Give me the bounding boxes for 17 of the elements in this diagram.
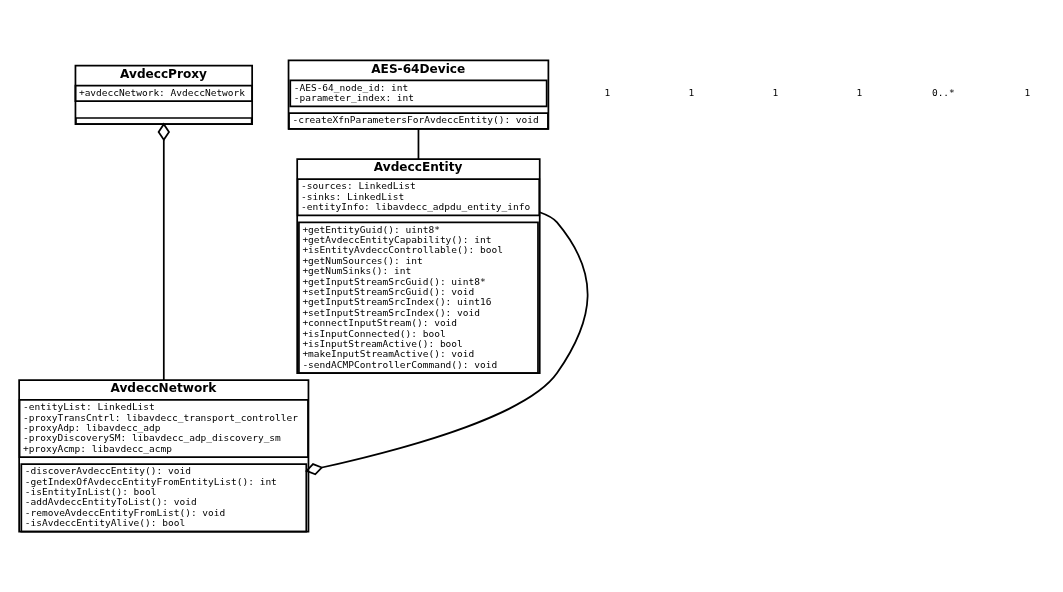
node-box: -AES-64_node_id: int -parameter_index: int [289,79,548,108]
node-box: -entityList: LinkedList -proxyTransCntrl: libavdecc_transport_controller -proxyAdp: libavdecc_adp -proxyDiscoverySM: libavdecc_adp_discovery_sm +proxyAcmp: libavdecc_acmp [18,399,309,458]
node-box: -createXfnParametersForAvdeccEntity(): void [288,112,549,130]
label: 1 [1024,86,1031,98]
label: 1 [772,86,779,98]
connector [417,128,420,160]
node-box: -sources: LinkedList -sinks: LinkedList -entityInfo: libavdecc_adpdu_entity_info [296,178,541,217]
connector [157,122,171,381]
label: 1 [856,86,863,98]
label: 1 [604,86,611,98]
node-box: +getEntityGuid(): uint8* +getAvdeccEntityCapability(): int +isEntityAvdeccControllable(): bool +getNumSources(): int +getNumSinks(): int +getInputStreamSrcGuid(): uint8* +setInputStreamSrcGuid(): void +getInputStreamSrcIndex(): uint16 +setInputStreamSrcIndex(): void +connectInputStream(): void +isInputConnected(): bool +isInputStreamActive(): bool +makeInputStreamActive(): void -sendACMPControllerCommand(): void [298,221,539,374]
node-box [75,117,253,125]
label: 1 [688,86,695,98]
node-box: +avdeccNetwork: AvdeccNetwork [74,84,253,102]
node-box: -discoverAvdeccEntity(): void -getIndexOfAvdeccEntityFromEntityList(): int -isEntityInList(): bool -addAvdeccEntityToList(): void -removeAvdeccEntityFromList(): void -isAvdeccEntityAlive(): bool [20,463,308,533]
label: 0..* [931,86,955,98]
connector [305,211,589,476]
